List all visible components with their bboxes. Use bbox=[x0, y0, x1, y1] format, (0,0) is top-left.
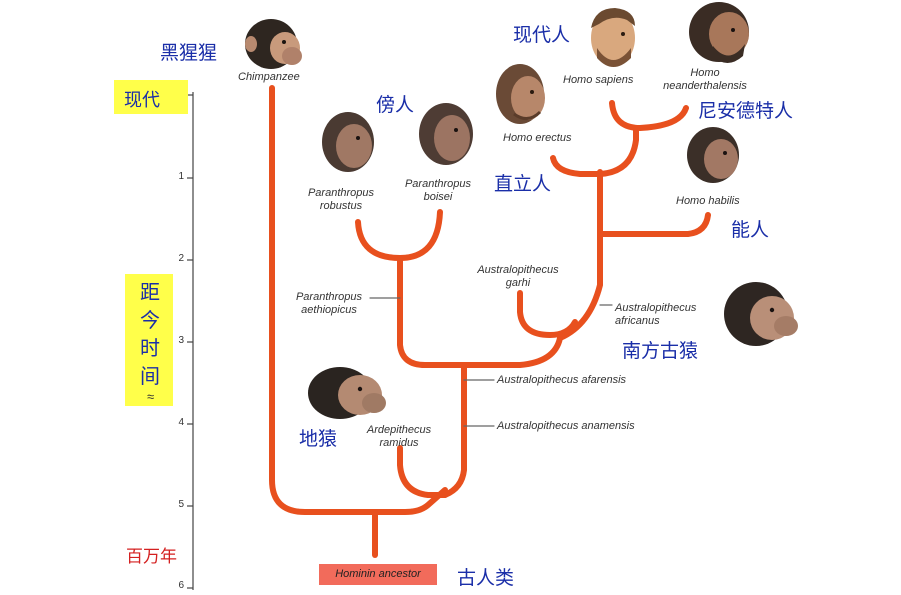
paranthropus-aethiopicus-label-line1: Paranthropus bbox=[295, 291, 363, 303]
neanderthal-label-line1: Homo bbox=[690, 67, 720, 79]
paranthropus-boisei-head-icon bbox=[419, 103, 473, 165]
paranthropus-branch bbox=[355, 209, 443, 261]
main-hominin-trunk bbox=[442, 362, 467, 498]
present-label: 现代 bbox=[124, 90, 160, 111]
australopithecus-anamensis-label: Australopithecus anamensis bbox=[497, 420, 635, 432]
present-label-box: 现代 bbox=[114, 80, 188, 114]
paranthropus-robustus-label-line2: robustus bbox=[319, 200, 363, 212]
chimpanzee-label: Chimpanzee bbox=[238, 71, 300, 83]
paranthropus-label-zh: 傍人 bbox=[376, 94, 415, 116]
australopithecus-afarensis-label: Australopithecus afarensis bbox=[497, 374, 627, 386]
ancestor-label-zh: 古人类 bbox=[457, 567, 515, 589]
homo-habilis-head-icon bbox=[687, 127, 739, 183]
garhi-branch bbox=[517, 290, 578, 338]
homo-sapiens-label: Homo sapiens bbox=[563, 74, 634, 86]
homo-trunk bbox=[557, 169, 603, 341]
paranthropus-robustus-label-line1: Paranthropus bbox=[307, 187, 375, 199]
sapiens-neanderthal-split bbox=[609, 100, 689, 131]
time-label-box: 距今时间 ≈ bbox=[125, 274, 173, 406]
tick-label: 5 bbox=[178, 499, 184, 510]
root-split-branch bbox=[269, 85, 448, 515]
homo-sapiens-label-zh: 现代人 bbox=[513, 24, 571, 46]
ardipithecus-branch bbox=[397, 445, 448, 498]
ardipithecus-ramidus-label-line1: Ardepithecus bbox=[366, 424, 432, 436]
neanderthal-head-icon bbox=[689, 2, 749, 63]
australopithecus-label-zh: 南方古猿 bbox=[622, 340, 699, 362]
australopithecus-africanus-label-line2: africanus bbox=[615, 315, 660, 327]
paranthropus-boisei-label-line2: boisei bbox=[423, 191, 453, 203]
australopithecus-head-icon bbox=[724, 282, 798, 346]
australopithecus-africanus-label-line1: Australopithecus bbox=[615, 302, 697, 314]
ancestor-box: Hominin ancestor bbox=[319, 564, 437, 585]
unit-label: 百万年 bbox=[126, 547, 177, 567]
approx-symbol: ≈ bbox=[147, 389, 155, 404]
homo-habilis-label: Homo habilis bbox=[676, 195, 740, 207]
neanderthal-label-line2: neanderthalensis bbox=[663, 80, 747, 92]
ardipithecus-head-icon bbox=[308, 367, 386, 419]
tick-label: 3 bbox=[178, 335, 184, 346]
homo-erectus-label-zh: 直立人 bbox=[494, 173, 552, 195]
paranthropus-australopithecus-split bbox=[397, 255, 563, 368]
ardipithecus-label-zh: 地猿 bbox=[299, 428, 338, 450]
homo-erectus-head-icon bbox=[496, 64, 545, 124]
tick-label: 2 bbox=[178, 253, 184, 264]
paranthropus-robustus-head-icon bbox=[322, 112, 374, 172]
paranthropus-boisei-label-line1: Paranthropus bbox=[404, 178, 472, 190]
chimpanzee-label-zh: 黑猩猩 bbox=[160, 42, 218, 64]
ancestor-label: Hominin ancestor bbox=[335, 568, 421, 580]
homo-sapiens-head-icon bbox=[591, 8, 635, 67]
chimpanzee-head-icon bbox=[245, 19, 302, 69]
tick-label: 6 bbox=[178, 580, 184, 591]
australopithecus-garhi-label-line2: garhi bbox=[505, 277, 531, 289]
homo-habilis-branch bbox=[597, 212, 711, 237]
tick-label: 1 bbox=[178, 171, 184, 182]
erectus-split bbox=[550, 125, 639, 177]
australopithecus-garhi-label-line1: Australopithecus bbox=[477, 264, 559, 276]
ardipithecus-ramidus-label-line2: ramidus bbox=[379, 437, 419, 449]
tick-label: 4 bbox=[178, 417, 184, 428]
neanderthal-label-zh: 尼安德特人 bbox=[698, 100, 794, 122]
homo-habilis-label-zh: 能人 bbox=[731, 219, 770, 241]
time-label: 距今时间 bbox=[140, 280, 160, 388]
paranthropus-aethiopicus-label-line2: aethiopicus bbox=[301, 304, 357, 316]
homo-erectus-label: Homo erectus bbox=[503, 132, 572, 144]
